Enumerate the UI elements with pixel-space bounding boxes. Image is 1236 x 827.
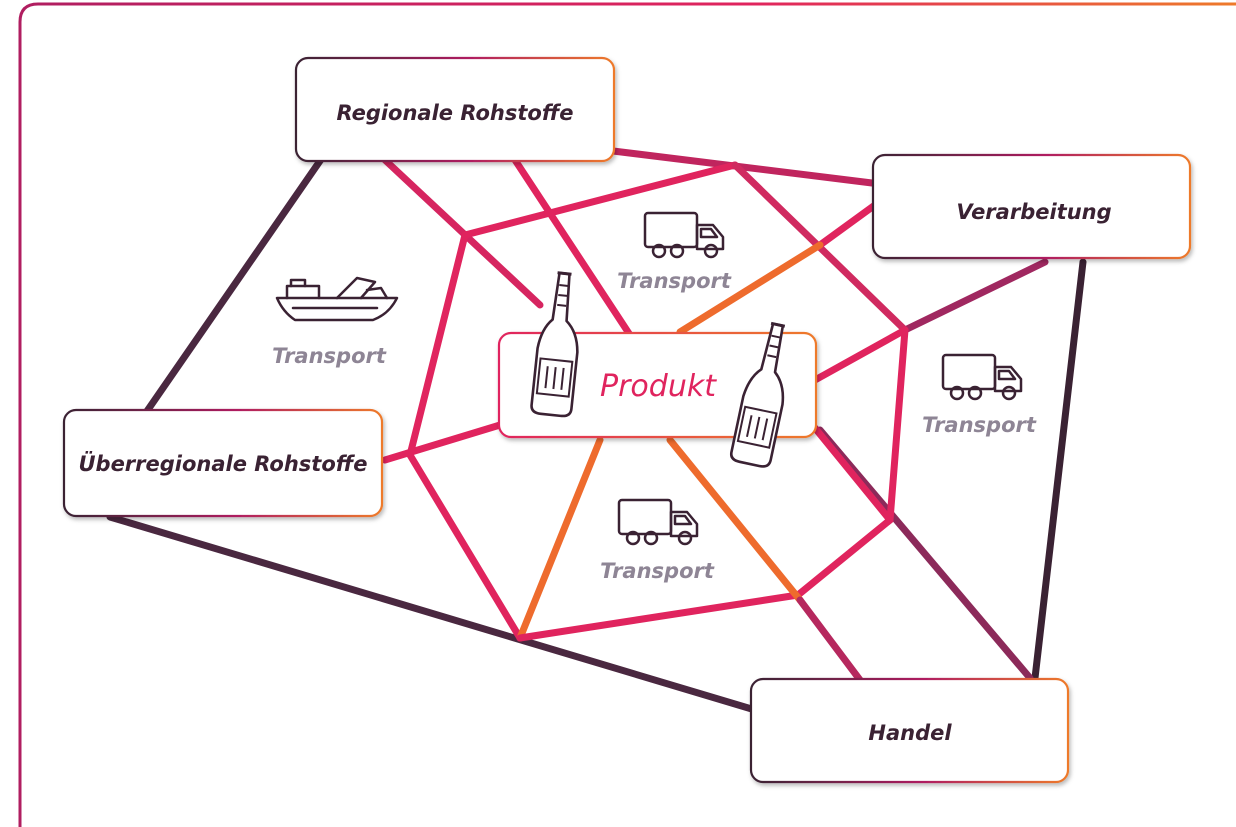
edge xyxy=(676,241,824,336)
edge xyxy=(811,424,894,524)
node-regional-label: Regionale Rohstoffe xyxy=(336,101,573,125)
truck-icon xyxy=(941,353,1023,401)
edge xyxy=(106,513,759,714)
bottle-icon xyxy=(530,271,579,418)
node-supraregional-label: Überregionale Rohstoffe xyxy=(78,451,367,476)
node-product-label: Produkt xyxy=(600,369,717,404)
edge xyxy=(381,421,504,464)
node-processing-label: Verarbeitung xyxy=(956,200,1111,224)
edge xyxy=(796,596,864,684)
node-supraregional: Überregionale Rohstoffe xyxy=(62,408,384,518)
truck-icon xyxy=(617,498,699,546)
transport-label-ship: Transport xyxy=(272,344,387,368)
network-edges xyxy=(106,146,1087,714)
edge xyxy=(811,326,909,384)
edge xyxy=(816,201,879,249)
edge xyxy=(406,451,524,642)
edge xyxy=(141,154,326,418)
edge xyxy=(511,156,634,339)
transport-label-top: Transport xyxy=(617,269,732,293)
bottle-icon xyxy=(729,321,786,468)
edge xyxy=(886,326,909,524)
edge xyxy=(406,231,469,459)
edge xyxy=(1031,258,1087,682)
edge xyxy=(516,591,802,642)
edge xyxy=(461,161,739,239)
node-trade: Handel xyxy=(749,677,1070,784)
transport-label-right: Transport xyxy=(922,413,1037,437)
edge xyxy=(794,516,894,599)
edge xyxy=(516,436,604,642)
node-trade-label: Handel xyxy=(868,721,952,745)
edge xyxy=(381,156,544,309)
truck-icon xyxy=(643,211,725,259)
frame-border xyxy=(18,2,1236,827)
ship-icon xyxy=(275,276,399,322)
edge xyxy=(816,426,1034,682)
node-regional: Regionale Rohstoffe xyxy=(294,56,616,163)
transport-label-bottom: Transport xyxy=(600,559,715,583)
edge xyxy=(901,258,1049,334)
node-product: Produkt xyxy=(497,331,818,439)
node-processing: Verarbeitung xyxy=(871,153,1192,260)
edge xyxy=(666,436,804,604)
